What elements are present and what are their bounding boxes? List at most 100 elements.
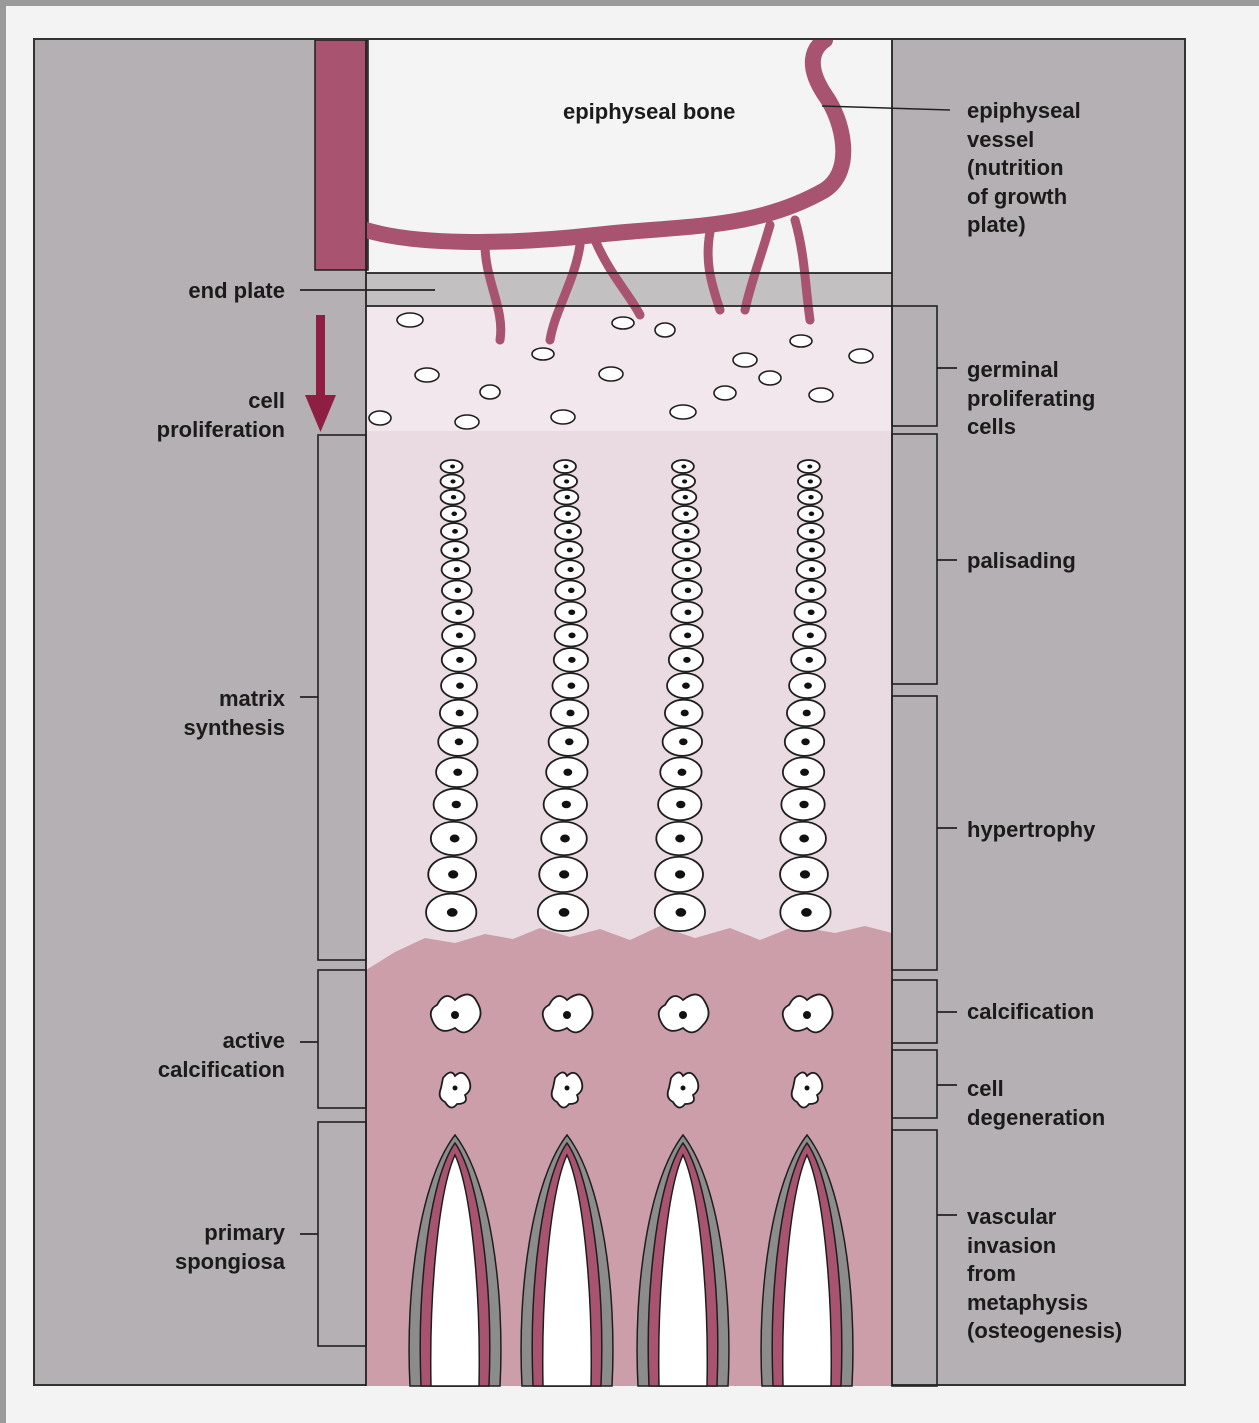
chondrocyte-nucleus bbox=[681, 465, 686, 469]
chondrocyte-nucleus bbox=[677, 769, 686, 776]
chondrocyte-nucleus bbox=[456, 710, 464, 717]
germinal-cell bbox=[551, 410, 575, 424]
chondrocyte-nucleus bbox=[568, 588, 575, 593]
chondrocyte-nucleus bbox=[800, 769, 809, 776]
chondrocyte-nucleus bbox=[684, 529, 690, 534]
germinal-cell bbox=[733, 353, 757, 367]
chondrocyte-nucleus bbox=[682, 683, 690, 689]
label-active-calcification: active calcification bbox=[158, 1027, 285, 1084]
chondrocyte-nucleus bbox=[455, 588, 462, 593]
chondrocyte-nucleus bbox=[809, 567, 815, 572]
chondrocyte-nucleus bbox=[563, 769, 572, 776]
chondrocyte-nucleus bbox=[456, 632, 463, 638]
germinal-cell bbox=[714, 386, 736, 400]
chondrocyte-nucleus bbox=[682, 479, 687, 483]
chondrocyte-nucleus bbox=[565, 495, 570, 499]
chondrocyte-nucleus bbox=[564, 479, 569, 483]
chondrocyte-nucleus bbox=[676, 908, 687, 917]
chondrocyte-nucleus bbox=[801, 738, 809, 745]
chondrocyte-nucleus bbox=[807, 465, 812, 469]
germinal-bracket bbox=[892, 306, 937, 426]
matrix-synthesis-bracket bbox=[318, 435, 366, 960]
chondrocyte-nucleus bbox=[685, 588, 692, 593]
chondrocyte-nucleus bbox=[450, 835, 460, 843]
chondrocyte-nucleus bbox=[809, 512, 815, 517]
chondrocyte-nucleus bbox=[563, 465, 568, 469]
chondrocyte-nucleus bbox=[456, 683, 464, 689]
chondrocyte-nucleus bbox=[451, 495, 456, 499]
degenerating-cell-nucleus bbox=[453, 1086, 458, 1091]
chondrocyte-nucleus bbox=[452, 529, 458, 534]
label-primary-spongiosa: primary spongiosa bbox=[175, 1219, 285, 1276]
chondrocyte-nucleus bbox=[448, 870, 458, 878]
label-matrix-synthesis: matrix synthesis bbox=[184, 685, 286, 742]
chondrocyte-nucleus bbox=[809, 548, 815, 553]
chondrocyte-nucleus bbox=[800, 870, 810, 878]
chondrocyte-nucleus bbox=[559, 908, 570, 917]
chondrocyte-nucleus bbox=[566, 710, 574, 717]
chondrocyte-nucleus bbox=[676, 801, 685, 809]
germinal-cell bbox=[397, 313, 423, 327]
germinal-cell bbox=[612, 317, 634, 329]
label-epiphyseal-vessel: epiphyseal vessel (nutrition of growth p… bbox=[967, 97, 1081, 240]
label-germinal-proliferating-cells: germinal proliferating cells bbox=[967, 356, 1095, 442]
chondrocyte-nucleus bbox=[808, 588, 815, 593]
chondrocyte-nucleus bbox=[567, 567, 573, 572]
chondrocyte-nucleus bbox=[799, 835, 809, 843]
chondrocyte-nucleus bbox=[567, 548, 573, 553]
calcifying-cell-nucleus bbox=[679, 1011, 687, 1019]
calcifying-cell-nucleus bbox=[451, 1011, 459, 1019]
germinal-cell bbox=[599, 367, 623, 381]
germinal-cell bbox=[532, 348, 554, 360]
cell-degeneration-bracket bbox=[892, 1050, 937, 1118]
chondrocyte-nucleus bbox=[808, 609, 815, 615]
chondrocyte-nucleus bbox=[567, 683, 575, 689]
hypertrophy-bracket bbox=[892, 696, 937, 970]
chondrocyte-nucleus bbox=[566, 529, 572, 534]
chondrocyte-nucleus bbox=[565, 512, 571, 517]
degenerating-cell-nucleus bbox=[805, 1086, 810, 1091]
chondrocyte-nucleus bbox=[568, 609, 575, 615]
chondrocyte-nucleus bbox=[809, 529, 815, 534]
chondrocyte-nucleus bbox=[447, 908, 458, 917]
chondrocyte-nucleus bbox=[675, 835, 685, 843]
chondrocyte-nucleus bbox=[456, 657, 463, 663]
chondrocyte-nucleus bbox=[675, 870, 685, 878]
chondrocyte-nucleus bbox=[799, 801, 808, 809]
chondrocyte-nucleus bbox=[450, 465, 455, 469]
chondrocyte-nucleus bbox=[685, 609, 692, 615]
label-vascular-invasion: vascular invasion from metaphysis (osteo… bbox=[967, 1203, 1122, 1346]
label-epiphyseal-bone: epiphyseal bone bbox=[563, 98, 735, 127]
germinal-cell bbox=[655, 323, 675, 337]
calcifying-cell-nucleus bbox=[803, 1011, 811, 1019]
chondrocyte-nucleus bbox=[452, 801, 461, 809]
vascular-invasion-bracket bbox=[892, 1130, 937, 1386]
chondrocyte-nucleus bbox=[559, 870, 569, 878]
chondrocyte-nucleus bbox=[808, 495, 813, 499]
label-cell-proliferation: cell proliferation bbox=[157, 387, 285, 444]
chondrocyte-nucleus bbox=[808, 479, 813, 483]
chondrocyte-nucleus bbox=[450, 479, 455, 483]
degenerating-cell-nucleus bbox=[565, 1086, 570, 1091]
calcifying-cell-nucleus bbox=[563, 1011, 571, 1019]
germinal-cell bbox=[369, 411, 391, 425]
label-palisading: palisading bbox=[967, 547, 1076, 576]
active-calcification-bracket bbox=[318, 970, 366, 1108]
chondrocyte-nucleus bbox=[565, 738, 573, 745]
growth-plate-diagram: epiphyseal bone end plate cell prolifera… bbox=[33, 38, 1186, 1386]
calcification-bracket bbox=[892, 980, 937, 1043]
chondrocyte-nucleus bbox=[455, 738, 463, 745]
chondrocyte-nucleus bbox=[681, 710, 689, 717]
chondrocyte-nucleus bbox=[455, 609, 462, 615]
germinal-cell bbox=[455, 415, 479, 429]
label-calcification: calcification bbox=[967, 998, 1094, 1027]
arrow-down-icon bbox=[305, 315, 336, 432]
arrow-shaft bbox=[316, 315, 325, 400]
chondrocyte-nucleus bbox=[684, 548, 690, 553]
degenerating-cell-nucleus bbox=[681, 1086, 686, 1091]
chondrocyte-nucleus bbox=[560, 835, 570, 843]
left-vessel-trunk bbox=[315, 40, 368, 270]
chondrocyte-nucleus bbox=[806, 657, 813, 663]
label-cell-degeneration: cell degeneration bbox=[967, 1075, 1105, 1132]
chondrocyte-nucleus bbox=[804, 683, 812, 689]
